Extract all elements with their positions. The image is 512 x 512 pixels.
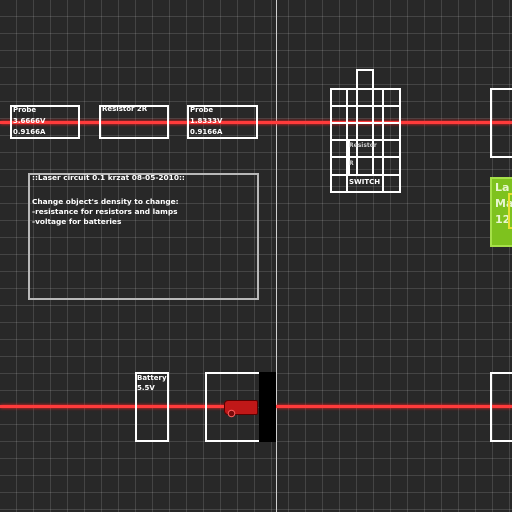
probe-a-voltage: 3.6666V [13,117,46,125]
note-heading: ::Laser circuit 0.1 krzat 08-05-2010:: [32,173,185,182]
probe-a-title: Probe [13,106,37,114]
right-component-top[interactable] [490,88,512,158]
switch-outline-graphic [330,69,401,193]
battery-voltage: 5.5V [137,384,155,392]
laser-beam-bottom-right [276,405,512,408]
switch-inner-label: Resistor [349,142,377,149]
resistor-2r[interactable] [99,105,169,139]
green-panel-line-2: Ma [495,197,512,210]
resistor-title: Resistor 2R [102,105,148,113]
probe-b-title: Probe [190,106,214,114]
probe-a[interactable] [10,105,80,139]
laser-beam-bottom-left [0,405,229,408]
probe-b-current: 0.9166A [190,128,223,136]
note-line-2: -resistance for resistors and lamps [32,207,178,216]
green-panel-inner-marker [508,193,512,229]
note-line-3: -voltage for batteries [32,217,122,226]
switch-title: SWITCH [349,178,381,186]
right-component-bottom[interactable] [490,372,512,442]
probe-b-voltage: 1.8333V [190,117,223,125]
battery-title: Battery [137,374,167,382]
probe-a-current: 0.9166A [13,128,46,136]
probe-b[interactable] [187,105,258,139]
note-line-1: Change object's density to change: [32,197,179,206]
battery[interactable] [135,372,169,442]
info-note-box[interactable] [28,173,259,300]
vertical-axis-line [276,0,277,512]
emitter-lens-icon [227,403,236,418]
green-lamp-panel[interactable]: La Ma 12 [490,177,512,247]
green-panel-line-1: La [495,181,510,194]
switch-inner-sublabel: R [349,160,354,167]
laser-blocker-bar[interactable] [259,372,276,442]
green-panel-line-3: 12 [495,213,511,226]
switch-assembly[interactable] [330,69,402,194]
